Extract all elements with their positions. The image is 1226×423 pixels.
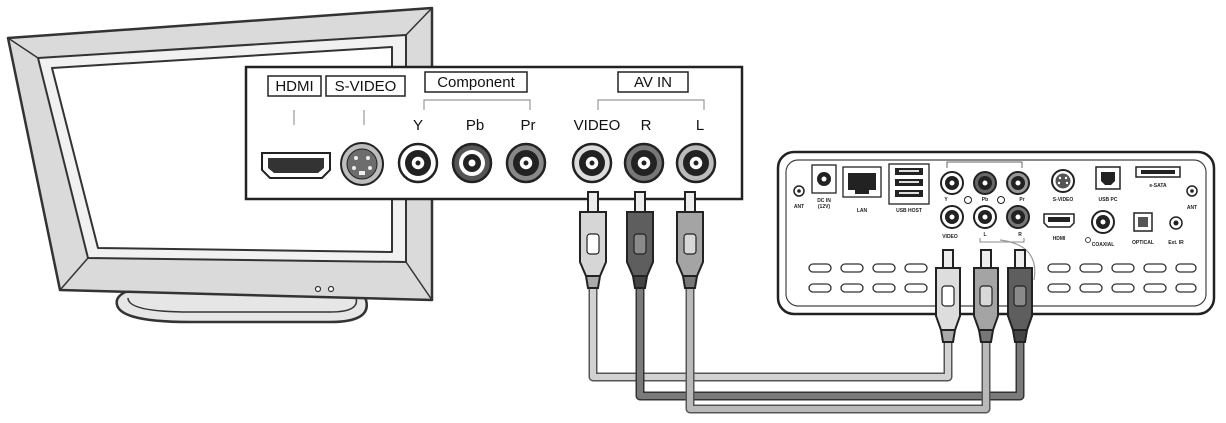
player-component-jacks <box>940 171 1030 204</box>
player-av-jacks <box>940 205 1030 229</box>
player-pr-label: Pr <box>1019 197 1024 203</box>
dc-volt-label: (12V) <box>818 204 831 210</box>
player-r-label: R <box>1018 232 1022 238</box>
av-r-label: R <box>641 117 652 134</box>
tv-rear-panel: HDMI S-VIDEO Component AV IN Y Pb Pr VID… <box>244 65 744 201</box>
av-l-label: L <box>696 117 704 134</box>
player-video-plug <box>935 249 961 343</box>
tv-left-audio-plug <box>676 191 704 289</box>
svideo-port <box>340 142 384 186</box>
av-video-label: VIDEO <box>574 117 621 134</box>
player-video-label: VIDEO <box>942 234 958 240</box>
player-svideo-port <box>1051 169 1075 193</box>
component-pr-jack <box>505 142 547 184</box>
player-right-audio-plug <box>1007 249 1033 343</box>
dc-in-label: DC IN <box>817 198 831 204</box>
av-l-jack <box>675 142 717 184</box>
player-hdmi-label: HDMI <box>1053 236 1066 242</box>
ext-ir-label: Ext. IR <box>1168 240 1184 246</box>
player-left-audio-plug <box>973 249 999 343</box>
optical-label: OPTICAL <box>1132 240 1154 246</box>
tv-video-plug <box>579 191 607 289</box>
lan-port <box>848 173 876 194</box>
component-pb-label: Pb <box>466 117 484 134</box>
component-y-jack <box>397 142 439 184</box>
usb-host-label: USB HOST <box>896 208 922 214</box>
tv-indicator-light <box>314 285 322 293</box>
ant-right-label: ANT <box>1187 205 1197 211</box>
player-l-label: L <box>983 232 986 238</box>
usb-pc-port <box>1101 172 1115 185</box>
component-y-label: Y <box>413 117 423 134</box>
coaxial-port <box>1091 210 1115 234</box>
coaxial-label: COAXIAL <box>1092 242 1115 248</box>
ant-left-label: ANT <box>794 204 804 210</box>
player-svideo-label: S-VIDEO <box>1053 197 1074 203</box>
av-r-jack <box>623 142 665 184</box>
tv-indicator-light <box>327 285 335 293</box>
svideo-label: S-VIDEO <box>335 78 397 95</box>
component-pr-label: Pr <box>521 117 536 134</box>
av-in-label: AV IN <box>634 74 672 91</box>
usb-host-ports <box>895 168 923 197</box>
usb-pc-label: USB PC <box>1099 197 1118 203</box>
component-pb-jack <box>451 142 493 184</box>
esata-label: e-SATA <box>1149 183 1167 189</box>
lan-label: LAN <box>857 208 868 214</box>
cables <box>588 285 1025 414</box>
media-player: ANT DC IN (12V) LAN USB HOST <box>776 150 1216 316</box>
insert-arrow <box>999 239 1036 281</box>
player-pb-label: Pb <box>982 197 988 203</box>
av-video-jack <box>571 142 613 184</box>
component-label: Component <box>437 74 515 91</box>
tv-right-audio-plug <box>626 191 654 289</box>
player-y-label: Y <box>944 197 948 203</box>
hdmi-port <box>261 152 331 179</box>
ventilation-slots <box>808 263 1197 293</box>
hdmi-label: HDMI <box>275 78 313 95</box>
